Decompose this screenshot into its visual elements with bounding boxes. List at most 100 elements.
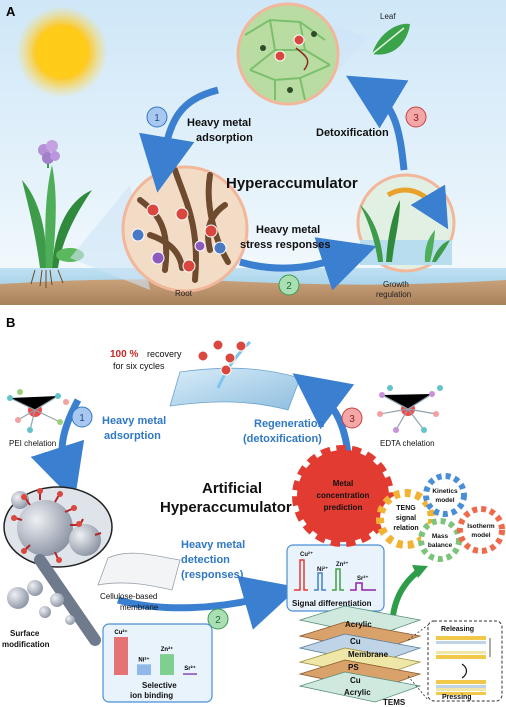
teng-label: TEMS bbox=[383, 698, 406, 707]
step2-text-b-line1: Heavy metal bbox=[181, 539, 245, 551]
step3-number-b: 3 bbox=[349, 414, 355, 425]
arrow-step1-b bbox=[30, 398, 85, 502]
kinetics-gear-icon bbox=[423, 473, 467, 517]
edta-molecule-icon bbox=[377, 385, 443, 433]
arrow-step3-b bbox=[292, 373, 355, 456]
mass-gear-line1: Mass bbox=[432, 533, 449, 540]
panel-b-title-line1: Artificial bbox=[202, 480, 262, 497]
leaf-cells-circle bbox=[236, 2, 340, 106]
pressing-label: Pressing bbox=[442, 694, 472, 701]
panel-a: A R bbox=[0, 0, 506, 305]
teng-layer-acrylic-top: Acrylic bbox=[345, 620, 372, 629]
isotherm-gear-icon bbox=[457, 506, 505, 554]
step1-number-b: 1 bbox=[79, 413, 85, 424]
leaf-label: Leaf bbox=[380, 12, 396, 21]
regenerated-membrane-sheet bbox=[169, 339, 301, 411]
mass-balance-gear-icon bbox=[418, 518, 462, 562]
step1-badge-b bbox=[71, 406, 93, 428]
root-zoom-circle bbox=[121, 165, 249, 293]
signal-trace-cu bbox=[294, 559, 308, 591]
step2-badge-b bbox=[207, 608, 229, 630]
growth-label-line2: regulation bbox=[376, 290, 411, 299]
cellulose-membrane-icon bbox=[97, 552, 181, 591]
adsorbent-zoom-circle bbox=[3, 486, 113, 568]
step3-badge-a bbox=[405, 106, 427, 128]
sun-core bbox=[36, 26, 88, 78]
isotherm-gear-line2: model bbox=[471, 532, 490, 539]
step3-text-b-line1: Regeneration bbox=[254, 418, 325, 430]
step1-number-a: 1 bbox=[154, 113, 160, 124]
selective-bar-3 bbox=[183, 673, 197, 675]
step1-text-a-line1: Heavy metal bbox=[187, 117, 251, 129]
teng-layer-membrane: Membrane bbox=[348, 650, 389, 659]
arrow-step3-a bbox=[345, 75, 409, 171]
releasing-diagram-icon bbox=[436, 636, 491, 659]
gear-cluster bbox=[292, 445, 505, 562]
mass-gear-line2: balance bbox=[428, 542, 453, 549]
surface-mod-line2: modification bbox=[2, 640, 50, 649]
step2-text-a-line1: Heavy metal bbox=[256, 224, 320, 236]
selective-bar-label-1: Ni²⁺ bbox=[138, 656, 149, 663]
kinetics-gear-line2: model bbox=[435, 497, 454, 504]
panel-a-soil bbox=[0, 279, 506, 305]
step3-badge-b bbox=[341, 407, 363, 429]
signal-ion-ni: Ni²⁺ bbox=[317, 566, 328, 573]
kinetics-gear-line1: Kinetics bbox=[432, 488, 458, 495]
pei-molecule-icon bbox=[7, 389, 69, 433]
big-gear-icon bbox=[292, 445, 394, 547]
panel-b-title-line2: Hyperaccumulator bbox=[160, 499, 292, 516]
releasing-label: Releasing bbox=[441, 626, 474, 633]
panel-a-title: Hyperaccumulator bbox=[226, 175, 358, 192]
leaf-icon bbox=[371, 23, 410, 55]
big-gear-line3: prediction bbox=[324, 503, 363, 512]
growth-regulation-circle bbox=[356, 173, 456, 273]
cycle-arrow-icon bbox=[461, 663, 468, 679]
membrane-label-line2: membrane bbox=[120, 603, 159, 612]
arrow-step2-b bbox=[117, 575, 299, 630]
selective-bar-2 bbox=[160, 654, 174, 675]
step3-number-a: 3 bbox=[413, 113, 419, 124]
teng-gear-icon bbox=[376, 489, 436, 549]
step1-text-b-line2: adsorption bbox=[104, 430, 161, 442]
membrane-label-line1: Cellulose-based bbox=[100, 592, 157, 601]
step2-badge-a bbox=[278, 274, 300, 296]
step2-text-b-line2: detection bbox=[181, 554, 230, 566]
teng-gear-line3: relation bbox=[393, 525, 418, 532]
selective-bar-label-0: Cu²⁺ bbox=[114, 629, 127, 636]
recovery-pct: 100 % bbox=[110, 349, 138, 360]
signal-trace-zn bbox=[332, 568, 344, 591]
selective-label-line2: ion binding bbox=[130, 691, 173, 700]
step2-text-a-line2: stress responses bbox=[240, 239, 331, 251]
step3-text-a: Detoxification bbox=[316, 127, 389, 139]
recovery-word: recovery bbox=[147, 349, 182, 359]
step2-number-b: 2 bbox=[215, 615, 221, 626]
teng-layer-cu-bottom: Cu bbox=[350, 676, 361, 685]
panel-b-letter: B bbox=[6, 315, 15, 330]
teng-gear-line1: TENG bbox=[396, 505, 416, 512]
step1-badge-a bbox=[146, 106, 168, 128]
teng-layer-cu-top: Cu bbox=[350, 637, 361, 646]
teng-layer-acrylic-bottom: Acrylic bbox=[344, 688, 371, 697]
step2-number-a: 2 bbox=[286, 281, 292, 292]
big-gear-line1: Metal bbox=[333, 479, 353, 488]
edta-label: EDTA chelation bbox=[380, 439, 435, 448]
signal-ion-zn: Zn²⁺ bbox=[336, 561, 349, 568]
selective-binding-chart: Cu²⁺Ni²⁺Zn²⁺Sr²⁺ bbox=[114, 629, 197, 675]
panel-a-letter: A bbox=[6, 4, 16, 19]
step1-text-a-line2: adsorption bbox=[196, 132, 253, 144]
signal-ion-cu: Cu²⁺ bbox=[300, 551, 313, 558]
pei-label: PEI chelation bbox=[9, 439, 56, 448]
signal-trace-ni bbox=[314, 572, 326, 591]
arrow-step1-a bbox=[139, 86, 219, 193]
selective-bar-1 bbox=[137, 664, 151, 675]
step2-text-b-line3: (responses) bbox=[181, 569, 244, 581]
pressing-diagram-icon bbox=[436, 680, 486, 695]
surface-mod-line1: Surface bbox=[10, 629, 40, 638]
selective-bar-0 bbox=[114, 637, 128, 675]
root-label: Root bbox=[175, 289, 193, 298]
selective-bar-label-2: Zn²⁺ bbox=[161, 646, 174, 653]
teng-layer-ps: PS bbox=[348, 663, 359, 672]
signal-trace-sr bbox=[350, 582, 376, 591]
big-gear-line2: concentration bbox=[317, 491, 370, 500]
teng-device-icon bbox=[298, 605, 422, 703]
